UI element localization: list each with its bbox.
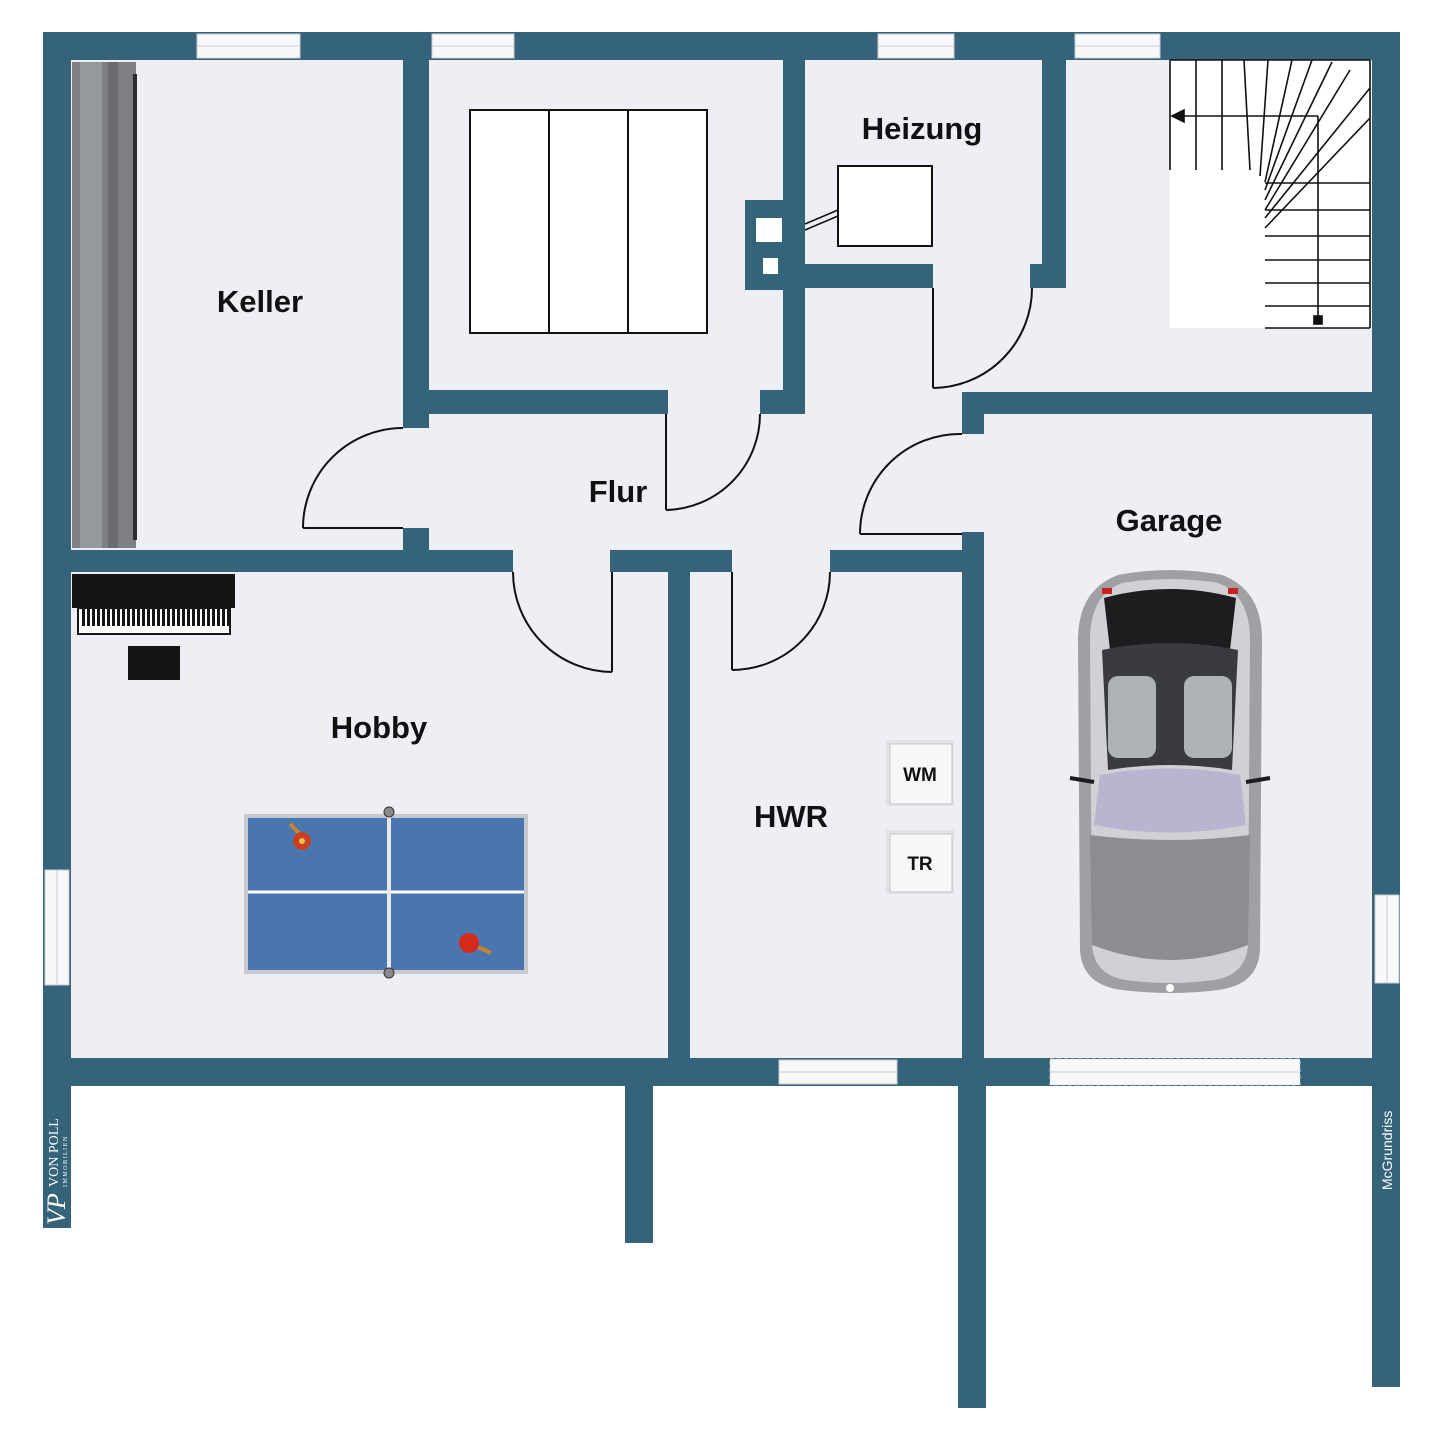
piano-key	[137, 608, 140, 626]
piano-key	[212, 608, 215, 626]
piano-key	[142, 608, 145, 626]
room-label-garage: Garage	[1116, 503, 1223, 538]
room-label-keller: Keller	[217, 284, 303, 319]
washing-machine	[886, 740, 954, 806]
piano-key	[107, 608, 110, 626]
piano-key	[82, 608, 85, 626]
outer-walls	[43, 32, 1400, 1408]
chimney-flue	[756, 218, 782, 242]
piano-key	[157, 608, 160, 626]
von-poll-logo: VP VON POLL IMMOBILIEN	[42, 1118, 71, 1225]
staircase	[1169, 59, 1371, 329]
piano-key	[197, 608, 200, 626]
storage-unit	[469, 109, 708, 334]
piano-key	[102, 608, 105, 626]
piano-key	[122, 608, 125, 626]
piano-key	[87, 608, 90, 626]
shelf	[72, 62, 137, 548]
piano-key	[192, 608, 195, 626]
piano-key	[172, 608, 175, 626]
piano-key	[202, 608, 205, 626]
piano-key	[132, 608, 135, 626]
room-label-heizung: Heizung	[862, 111, 983, 146]
piano-key	[127, 608, 130, 626]
piano-key	[162, 608, 165, 626]
washing-machine-label: WM	[903, 765, 937, 786]
piano-key	[217, 608, 220, 626]
chimney-flue	[763, 258, 778, 274]
piano-key	[177, 608, 180, 626]
logo-mark: VP	[42, 1193, 71, 1225]
logo-name: VON POLL	[47, 1118, 62, 1187]
piano-key	[97, 608, 100, 626]
piano-key	[227, 608, 230, 626]
piano-key	[117, 608, 120, 626]
piano	[72, 574, 235, 680]
credit-label: McGrundriss	[1379, 1111, 1395, 1190]
piano-key	[147, 608, 150, 626]
piano-key	[167, 608, 170, 626]
piano-key	[182, 608, 185, 626]
piano-key	[112, 608, 115, 626]
room-label-flur: Flur	[589, 474, 648, 509]
piano-key	[92, 608, 95, 626]
windows	[44, 33, 1400, 1086]
piano-key	[152, 608, 155, 626]
room-label-hwr: HWR	[754, 799, 828, 834]
piano-key	[187, 608, 190, 626]
room-label-hobby: Hobby	[331, 710, 428, 745]
interior-walls	[70, 60, 1373, 1060]
boiler	[804, 165, 933, 247]
dryer-label: TR	[907, 854, 933, 875]
doors	[302, 287, 1033, 673]
piano-key	[207, 608, 210, 626]
dryer	[886, 830, 954, 894]
piano-key	[222, 608, 225, 626]
ping-pong-table	[244, 806, 528, 979]
car-convertible	[1069, 570, 1271, 993]
logo-sub: IMMOBILIEN	[63, 1135, 69, 1187]
